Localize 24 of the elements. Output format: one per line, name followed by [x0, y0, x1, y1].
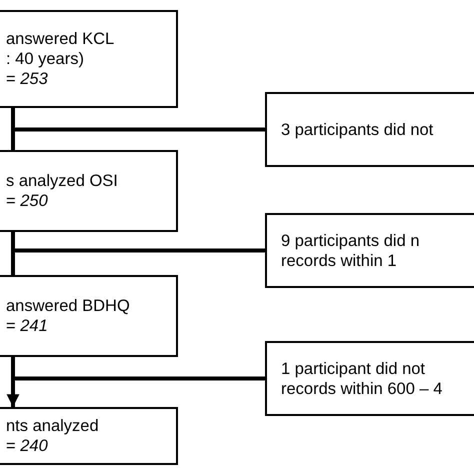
box-text: answered BDHQ — [6, 296, 130, 316]
box-text: records within 600 – 4 — [281, 378, 442, 398]
flow-box — [265, 341, 474, 416]
box-text: = 250 — [6, 191, 48, 211]
box-text: = 240 — [6, 436, 48, 456]
flow-box — [265, 213, 474, 288]
box-text: = 253 — [6, 69, 48, 89]
box-text: : 40 years) — [6, 49, 84, 69]
box-text: nts analyzed — [6, 416, 99, 436]
flow-box — [0, 150, 178, 232]
flow-box — [0, 275, 178, 357]
box-text: 9 participants did n — [281, 230, 420, 250]
box-text: 3 participants did not — [281, 120, 434, 140]
flow-box — [0, 407, 178, 465]
box-text: s analyzed OSI — [6, 171, 118, 191]
box-text: = 241 — [6, 316, 48, 336]
connector-line — [11, 357, 265, 380]
box-text: records within 1 — [281, 250, 397, 270]
flow-box — [0, 10, 178, 108]
connector-line — [11, 108, 265, 132]
connector-line — [11, 232, 265, 252]
box-text: 1 participant did not — [281, 358, 426, 378]
box-text: answered KCL — [6, 29, 114, 49]
flow-box — [265, 92, 474, 167]
